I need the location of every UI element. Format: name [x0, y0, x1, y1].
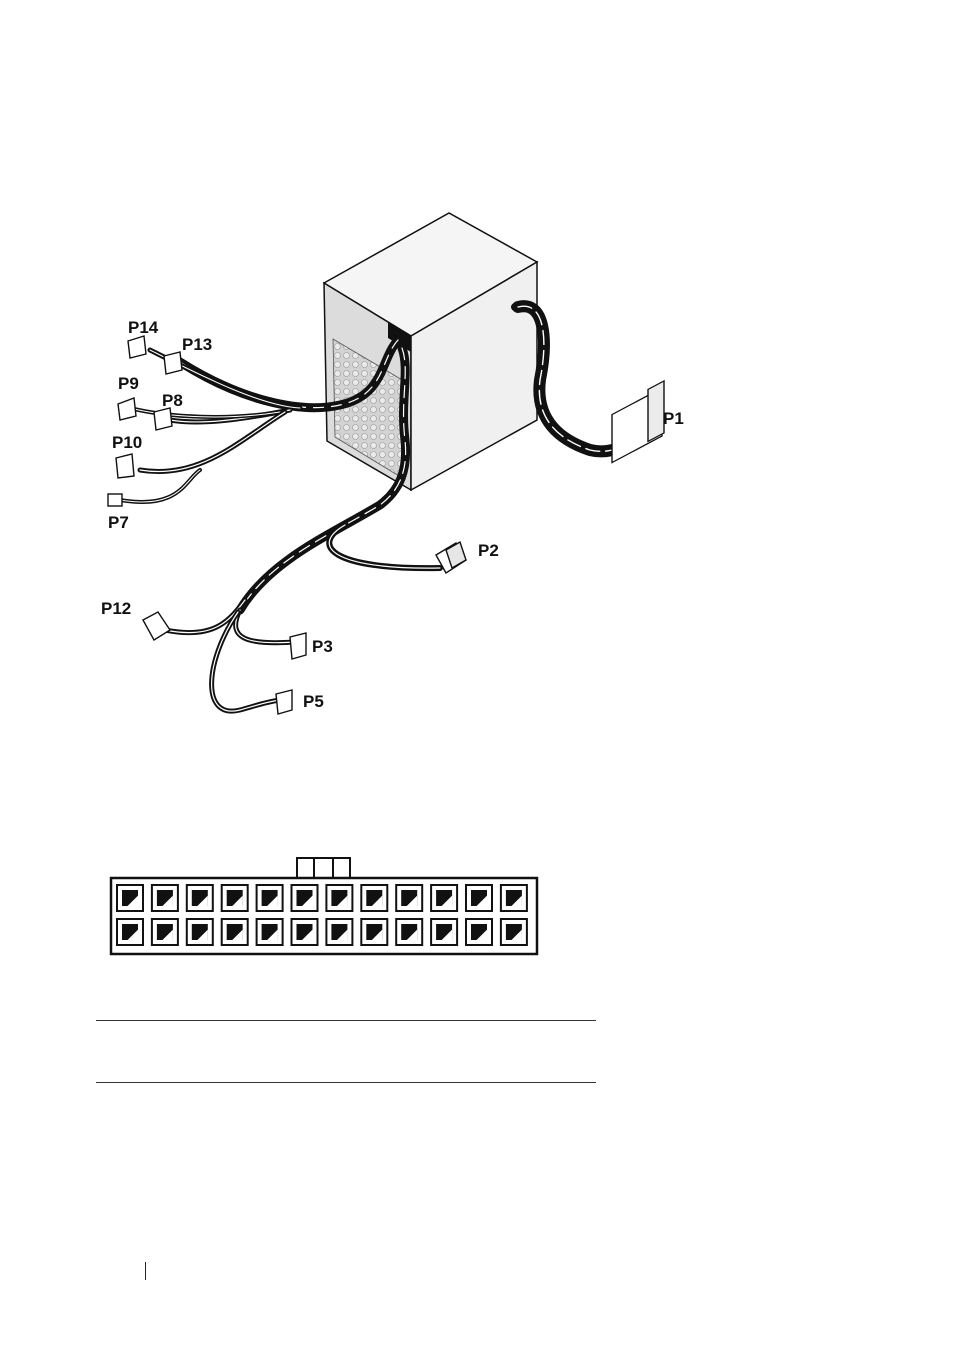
- connector-p7: [108, 494, 122, 506]
- pin-cell: [466, 919, 492, 945]
- pin-cell: [257, 885, 283, 911]
- label-p3: P3: [312, 637, 333, 656]
- table-rule-bottom: [96, 1082, 596, 1083]
- pin-cell: [222, 919, 248, 945]
- pin-cell: [326, 919, 352, 945]
- pin-cell: [466, 885, 492, 911]
- label-p1: P1: [663, 409, 684, 428]
- connector-p9: [118, 398, 136, 420]
- connector-p14: [128, 336, 146, 358]
- pin-cell: [501, 885, 527, 911]
- pin-cell: [117, 885, 143, 911]
- pin-cell: [292, 919, 318, 945]
- pin-cell: [187, 919, 213, 945]
- pin-cell: [117, 919, 143, 945]
- connector-p10: [116, 454, 134, 478]
- pin-cell: [396, 919, 422, 945]
- pin-cell: [431, 885, 457, 911]
- pin-cell: [152, 919, 178, 945]
- connector-p3: [290, 633, 306, 659]
- pin-cell: [396, 885, 422, 911]
- pin-cell: [326, 885, 352, 911]
- pin-cell: [361, 885, 387, 911]
- page-footer-marker: [145, 1262, 146, 1280]
- pin-cell: [292, 885, 318, 911]
- pinout-latch: [297, 858, 350, 878]
- pin-cell: [431, 919, 457, 945]
- connector-p12: [143, 612, 170, 640]
- pin-cell: [152, 885, 178, 911]
- pin-cell: [501, 919, 527, 945]
- cable-harness: [120, 306, 640, 711]
- pin-cell: [257, 919, 283, 945]
- power-supply-unit: [324, 213, 537, 490]
- pinout-connector: [111, 858, 537, 954]
- connector-p13: [164, 352, 182, 374]
- label-p2: P2: [478, 541, 499, 560]
- table-rule-top: [96, 1020, 596, 1021]
- connector-p5: [276, 690, 292, 714]
- pin-cell: [187, 885, 213, 911]
- label-p14: P14: [128, 318, 159, 337]
- label-p9: P9: [118, 374, 139, 393]
- pin-cell: [361, 919, 387, 945]
- connector-p8: [154, 408, 172, 430]
- label-p10: P10: [112, 433, 142, 452]
- pin-cell: [222, 885, 248, 911]
- label-p8: P8: [162, 391, 183, 410]
- label-p13: P13: [182, 335, 212, 354]
- label-p5: P5: [303, 692, 324, 711]
- label-p12: P12: [101, 599, 131, 618]
- connector-p1: [612, 381, 664, 463]
- label-p7: P7: [108, 513, 129, 532]
